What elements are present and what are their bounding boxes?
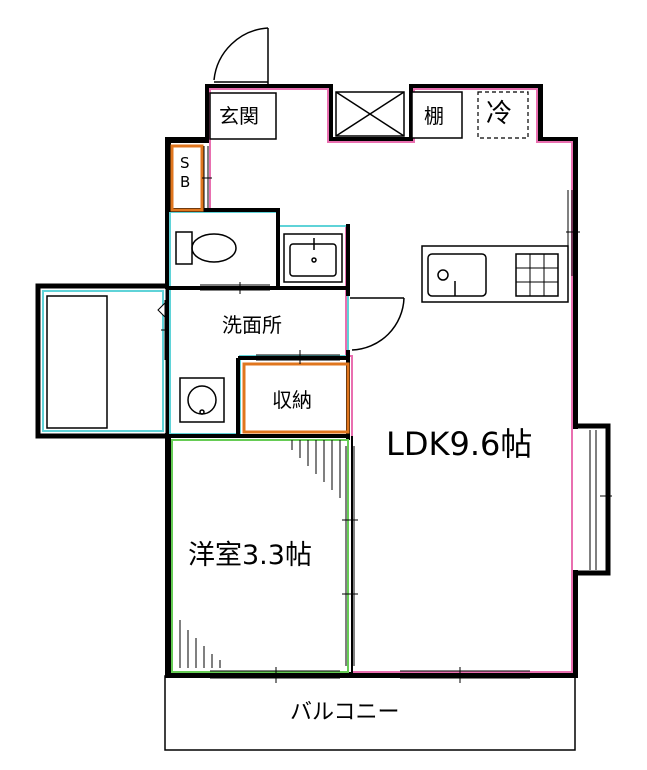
closet-hatch — [179, 440, 341, 668]
fridge-box — [477, 91, 529, 139]
entrance-label: 玄関 — [219, 104, 259, 128]
bathroom — [35, 283, 171, 439]
western-room-outline — [171, 439, 349, 673]
balcony-windows — [210, 667, 530, 683]
ldk-label: LDK9.6帖 — [386, 425, 533, 463]
ldk-door-icon — [350, 297, 405, 351]
fridge-label: 冷 — [486, 99, 513, 129]
western-room-label: 洋室3.3帖 — [188, 540, 312, 571]
shoe-box-label: S B — [180, 154, 191, 191]
ldk-outline — [209, 88, 573, 673]
western-room-sliding-door — [342, 446, 358, 666]
storage-label: 収納 — [272, 388, 312, 412]
stove-icon — [515, 253, 559, 297]
storage-outline — [242, 362, 350, 434]
entrance-door-icon — [213, 27, 269, 86]
bay-window — [575, 423, 612, 576]
kitchen-counter — [421, 245, 569, 303]
washing-machine-icon — [179, 377, 225, 423]
washroom-label: 洗面所 — [222, 313, 282, 337]
outer-walls — [165, 84, 578, 678]
entrance-box — [209, 92, 277, 140]
bathtub-icon — [46, 295, 108, 429]
toilet-icon — [175, 231, 237, 265]
washroom-doors — [157, 282, 340, 364]
wash-basin-icon — [283, 233, 343, 283]
pipe-space-icon — [335, 91, 405, 137]
shelf-box — [411, 91, 463, 139]
shelf-label: 棚 — [424, 104, 444, 128]
balcony-label: バルコニー — [290, 700, 400, 725]
sink-icon — [427, 253, 487, 297]
